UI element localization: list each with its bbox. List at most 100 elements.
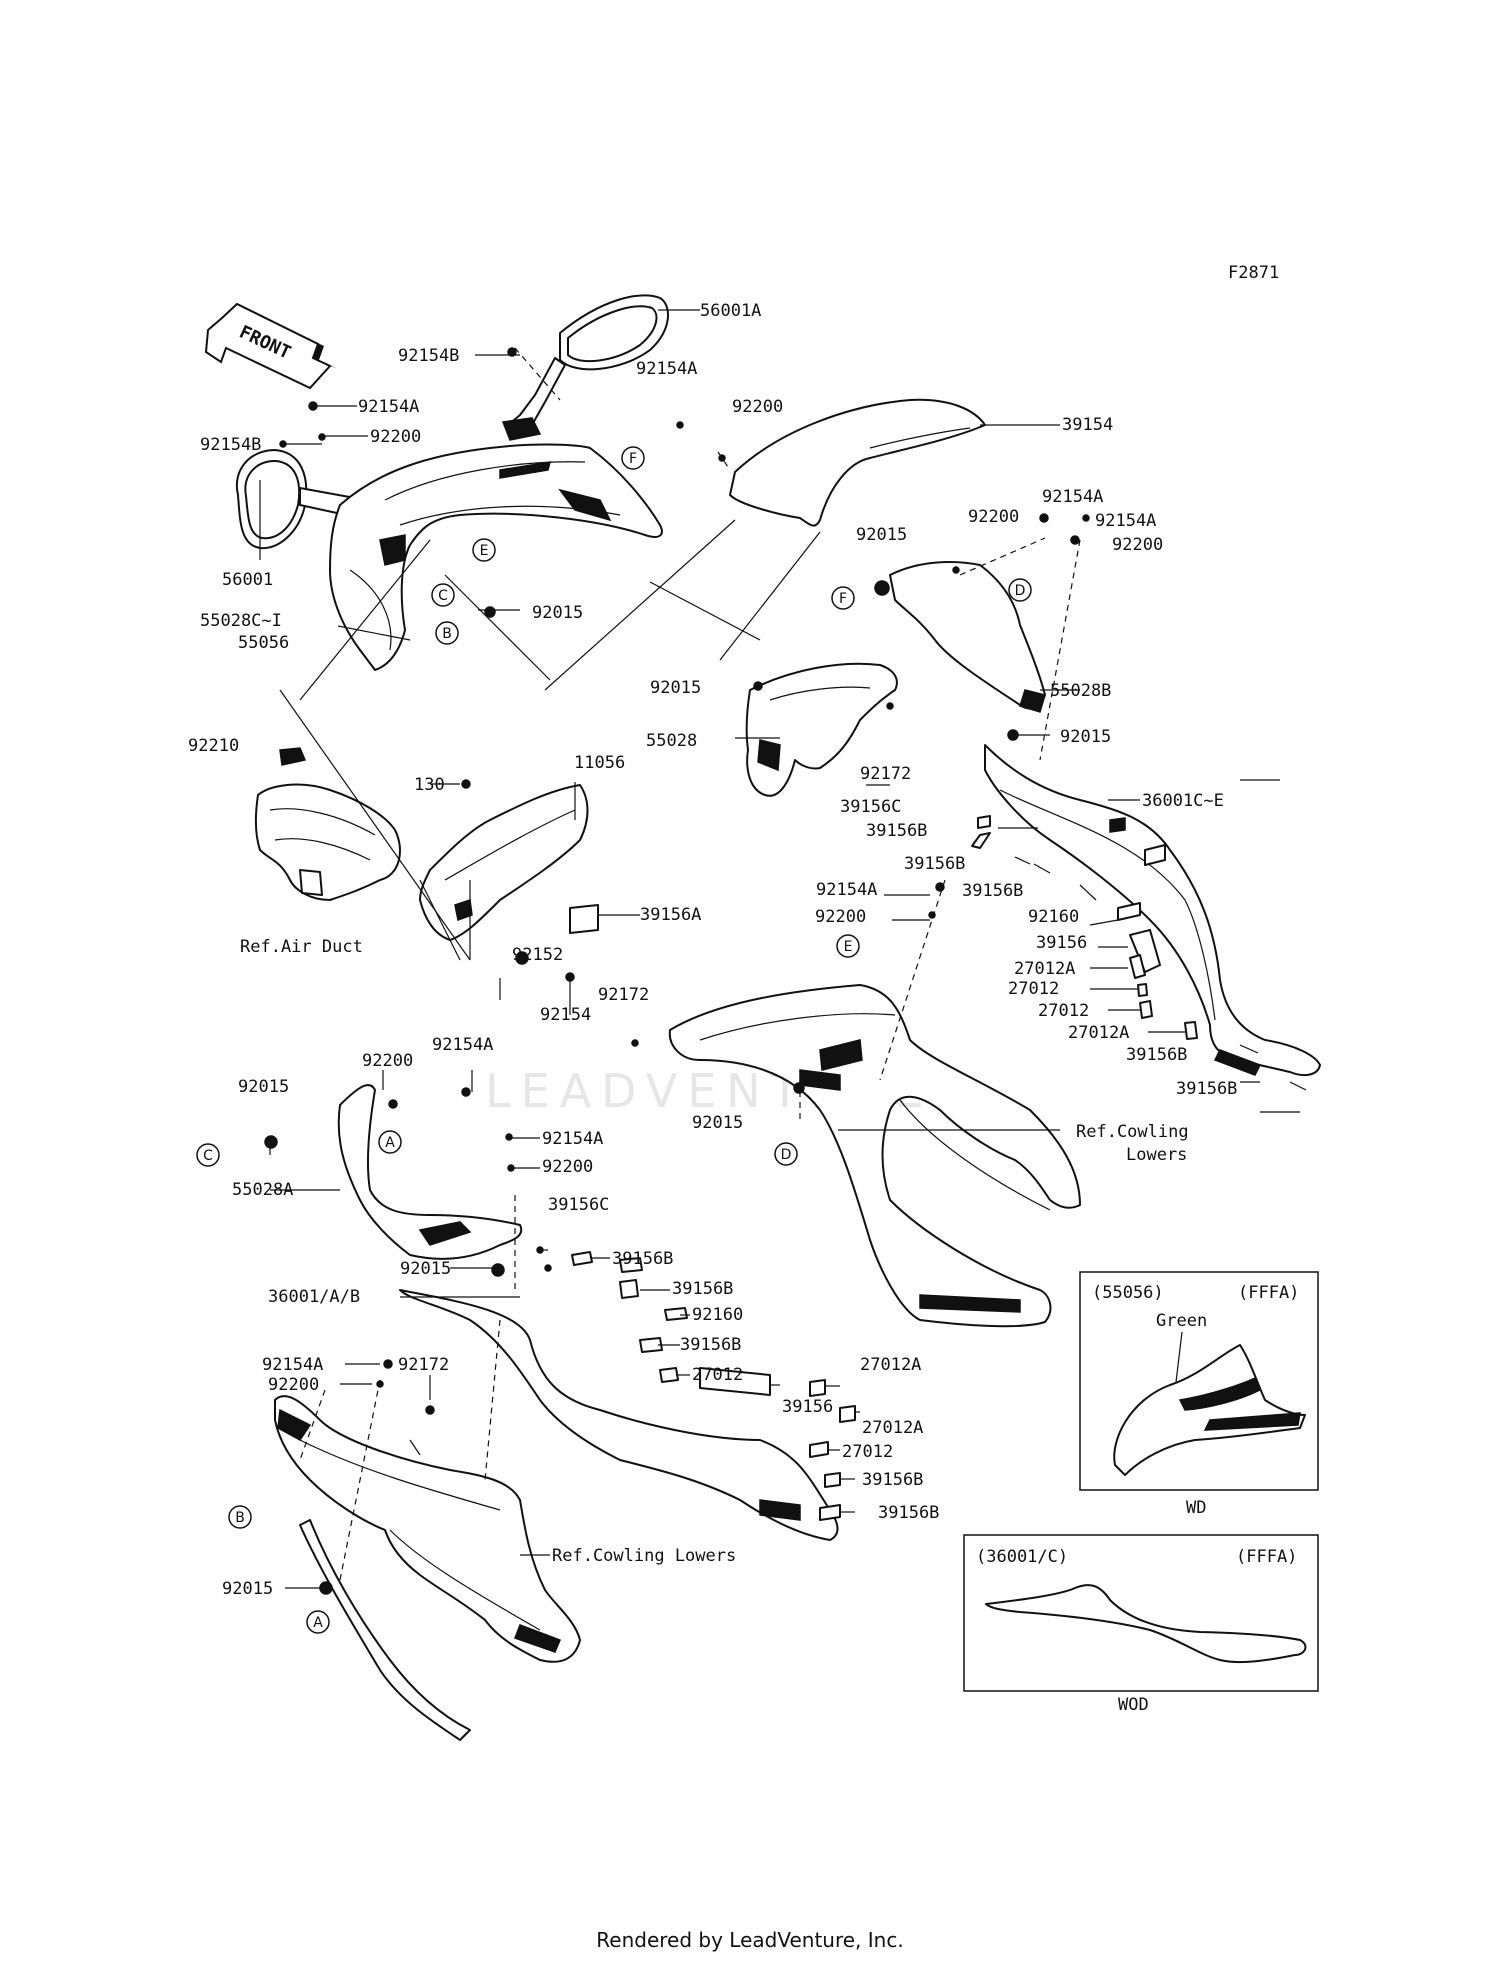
label-92015: 92015	[222, 1579, 273, 1599]
label-27012: 27012	[1038, 1001, 1089, 1021]
circle-ref-C1: C	[431, 583, 455, 607]
label-92172: 92172	[860, 764, 911, 784]
inset-wd-code: (FFFA)	[1238, 1283, 1299, 1303]
label-11056: 11056	[574, 753, 625, 773]
label-55056: 55056	[238, 633, 289, 653]
label-39156B: 39156B	[1126, 1045, 1187, 1065]
label-27012A: 27012A	[860, 1355, 921, 1375]
label-92200: 92200	[968, 507, 1019, 527]
label-55028B: 55028B	[1050, 681, 1111, 701]
label-39156C: 39156C	[548, 1195, 609, 1215]
label-92200: 92200	[732, 397, 783, 417]
svg-text:F: F	[839, 591, 847, 607]
decal-marks	[569, 815, 1307, 1521]
circle-ref-D2: D	[774, 1142, 798, 1166]
panel-55028A	[337, 1084, 523, 1260]
svg-text:D: D	[781, 1147, 792, 1163]
circle-ref-A1: A	[378, 1130, 402, 1154]
label-92015: 92015	[1060, 727, 1111, 747]
label-39156: 39156	[1036, 933, 1087, 953]
part-labels: 56001A 92154B 92154A 92154A 92200 39154 …	[188, 301, 1237, 1599]
footer-credit: Rendered by LeadVenture, Inc.	[596, 1928, 904, 1952]
label-39156B: 39156B	[862, 1470, 923, 1490]
label-92154B: 92154B	[200, 435, 261, 455]
svg-text:E: E	[844, 939, 853, 955]
svg-text:E: E	[480, 543, 489, 559]
label-92154A: 92154A	[432, 1035, 493, 1055]
label-39156A: 39156A	[640, 905, 701, 925]
label-92172: 92172	[398, 1355, 449, 1375]
svg-text:F: F	[629, 451, 637, 467]
circle-ref-D1: D	[1008, 578, 1032, 602]
svg-text:C: C	[203, 1148, 213, 1164]
circle-ref-E1: E	[472, 538, 496, 562]
inset-wod-caption: WOD	[1118, 1695, 1149, 1715]
circle-ref-B1: B	[435, 621, 459, 645]
center-cowling	[668, 984, 1081, 1328]
label-92154B: 92154B	[398, 346, 459, 366]
upper-cowl-55028C	[329, 443, 663, 671]
inset-wd-caption: WD	[1186, 1498, 1206, 1518]
label-27012A: 27012A	[1014, 959, 1075, 979]
label-27012A: 27012A	[1068, 1023, 1129, 1043]
label-39156B: 39156B	[962, 881, 1023, 901]
label-39156B: 39156B	[680, 1335, 741, 1355]
label-92154A: 92154A	[636, 359, 697, 379]
circle-ref-B2: B	[228, 1505, 252, 1529]
label-92200: 92200	[362, 1051, 413, 1071]
label-92200: 92200	[268, 1375, 319, 1395]
label-27012: 27012	[1008, 979, 1059, 999]
label-92154A: 92154A	[542, 1129, 603, 1149]
label-92154: 92154	[540, 1005, 591, 1025]
label-92200: 92200	[815, 907, 866, 927]
inset-wd-part: (55056)	[1092, 1283, 1164, 1303]
circle-ref-E2: E	[836, 934, 860, 958]
label-92015: 92015	[238, 1077, 289, 1097]
label-92015: 92015	[650, 678, 701, 698]
circle-ref-F2: F	[831, 586, 855, 610]
circle-ref-C2: C	[196, 1143, 220, 1167]
inset-wod-code: (FFFA)	[1236, 1547, 1297, 1567]
inner-panel-55028B	[889, 561, 1046, 713]
label-39156B: 39156B	[866, 821, 927, 841]
label-39156B: 39156B	[1176, 1079, 1237, 1099]
label-27012A: 27012A	[862, 1418, 923, 1438]
windscreen-39154	[729, 398, 986, 527]
label-92172: 92172	[598, 985, 649, 1005]
label-55028C: 55028C~I	[200, 611, 282, 631]
svg-text:C: C	[438, 588, 448, 604]
label-92200: 92200	[1112, 535, 1163, 555]
label-39156: 39156	[782, 1397, 833, 1417]
label-92160: 92160	[692, 1305, 743, 1325]
label-92200: 92200	[370, 427, 421, 447]
bracket-11056	[419, 784, 589, 941]
label-39154: 39154	[1062, 415, 1113, 435]
ref-air-duct-label: Ref.Air Duct	[240, 937, 363, 957]
label-55028A: 55028A	[232, 1180, 293, 1200]
leader-lines	[259, 309, 1300, 1589]
label-92015: 92015	[532, 603, 583, 623]
ref-cowling-lowers-label: Ref.Cowling Lowers	[552, 1546, 736, 1566]
circle-ref-A2: A	[306, 1610, 330, 1634]
figure-code: F2871	[1228, 263, 1279, 283]
label-92154A: 92154A	[358, 397, 419, 417]
label-92154A: 92154A	[1095, 511, 1156, 531]
air-duct	[254, 747, 401, 901]
label-92015: 92015	[400, 1259, 451, 1279]
label-39156B: 39156B	[904, 854, 965, 874]
label-39156B: 39156B	[672, 1279, 733, 1299]
label-56001: 56001	[222, 570, 273, 590]
svg-text:B: B	[235, 1510, 245, 1526]
label-39156B: 39156B	[612, 1249, 673, 1269]
bracket-55028	[745, 662, 898, 797]
svg-text:A: A	[313, 1615, 323, 1631]
label-92015: 92015	[856, 525, 907, 545]
label-92160: 92160	[1028, 907, 1079, 927]
label-55028: 55028	[646, 731, 697, 751]
label-56001A: 56001A	[700, 301, 761, 321]
side-fairing-36001C	[984, 744, 1321, 1077]
label-130: 130	[414, 775, 445, 795]
ref-cowling-lowers-label: Ref.Cowling	[1076, 1122, 1189, 1142]
fasteners	[264, 347, 1090, 1595]
label-92152: 92152	[512, 945, 563, 965]
